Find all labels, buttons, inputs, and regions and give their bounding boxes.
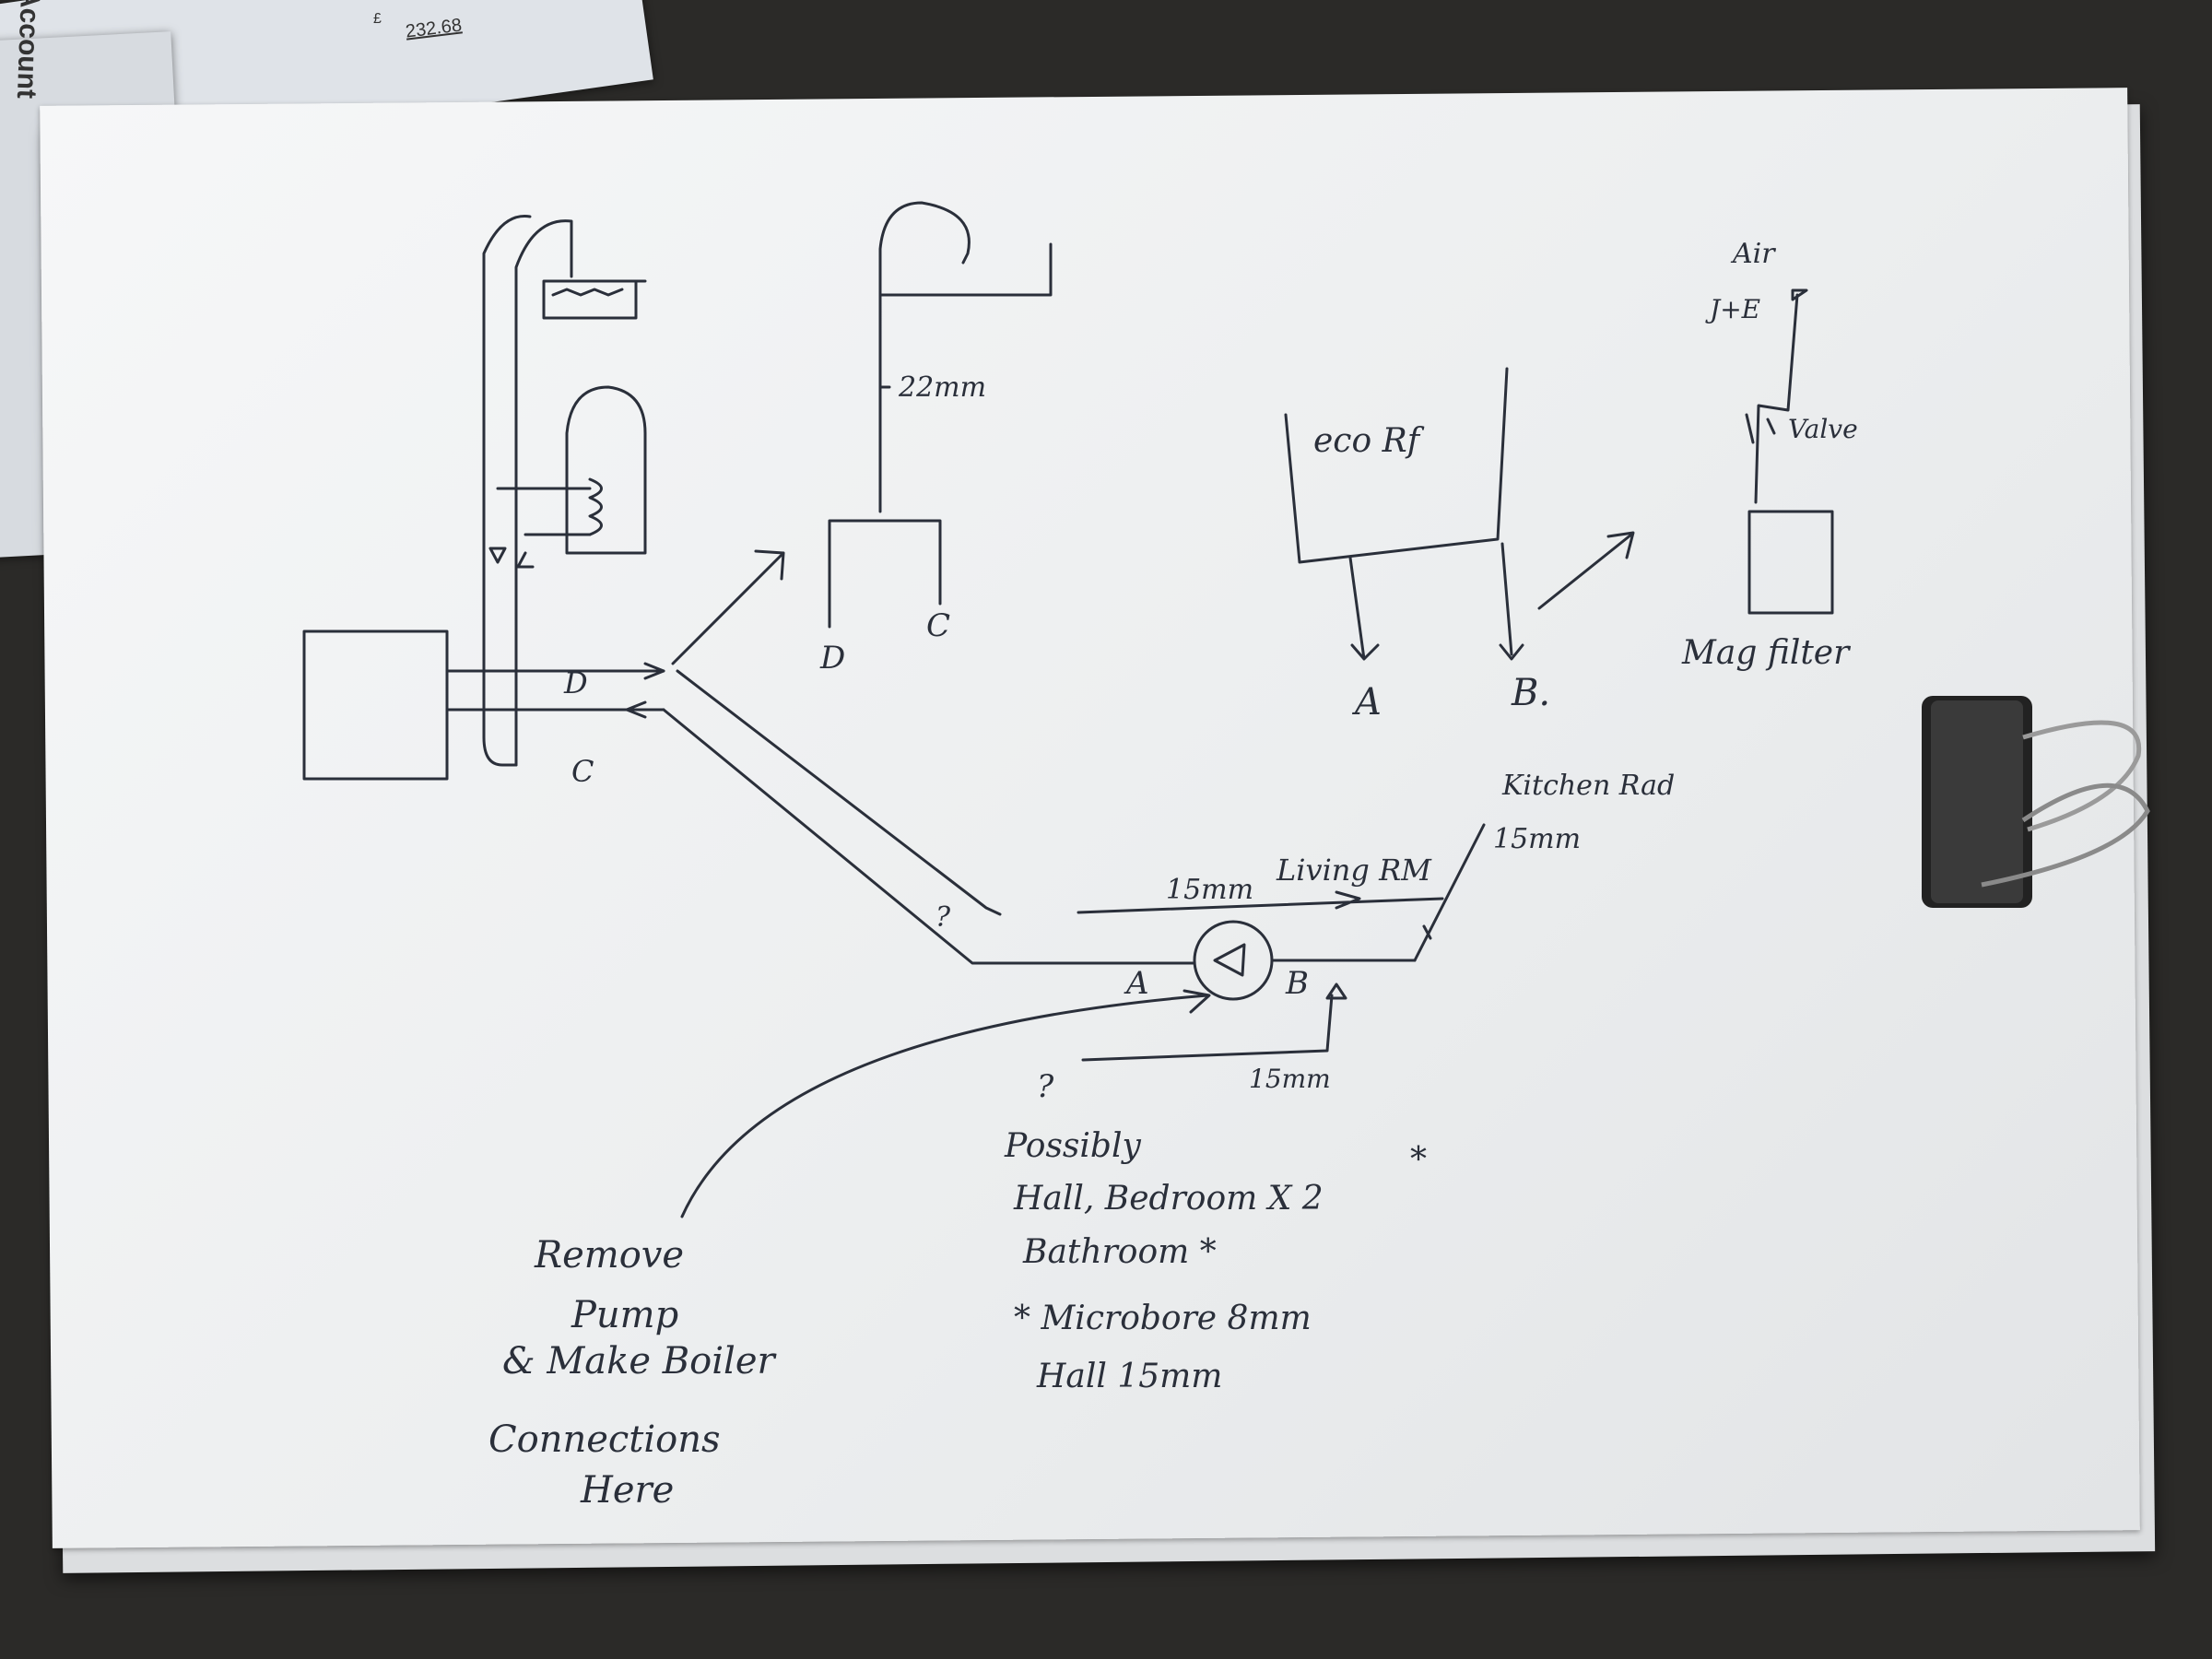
return-pipe-run <box>662 708 1195 965</box>
instruction-line-2: Pump <box>571 1294 678 1336</box>
note-hall: Hall 15mm <box>1036 1358 1222 1395</box>
old-boiler-box <box>302 629 449 781</box>
new-flue <box>878 201 971 513</box>
pump-in-label: A <box>1124 965 1149 1002</box>
lower-pipe-size: 15mm <box>1249 1064 1331 1094</box>
currency-symbol: £ <box>373 11 382 27</box>
living-room-pipe <box>1077 890 1444 914</box>
kitchen-rad-size: 15mm <box>1493 823 1581 855</box>
question-mark-lower: ? <box>1037 1068 1054 1105</box>
pump-symbol <box>1193 920 1274 1001</box>
instruction-note: Remove Pump & Make Boiler Connections He… <box>488 1234 777 1512</box>
instruction-line-1: Remove <box>534 1234 684 1277</box>
valve-label: Valve <box>1788 414 1858 444</box>
note-star: * <box>1410 1141 1427 1179</box>
note-microbore: * Microbore 8mm <box>1014 1300 1312 1337</box>
note-possibly: Possibly <box>1004 1127 1141 1165</box>
fill-label: J+E <box>1705 294 1760 324</box>
eco-unit: eco Rf A B. <box>1284 367 1635 724</box>
instruction-line-3: & Make Boiler <box>502 1340 777 1382</box>
mag-filter-label: Mag filter <box>1681 634 1851 672</box>
pump-out-label: B <box>1285 965 1309 1002</box>
living-room-label: Living RM <box>1276 853 1432 888</box>
pointer-arrow <box>680 989 1211 1218</box>
mag-filter-assembly: Air J+E Valve Mag filter <box>1681 238 1858 672</box>
new-return-label: C <box>926 607 950 644</box>
new-flow-label: D <box>819 640 845 677</box>
old-boiler-system: D C <box>302 215 665 789</box>
note-bathroom: Bathroom * <box>1022 1233 1217 1271</box>
room-notes: Possibly * Hall, Bedroom X 2 Bathroom * … <box>1004 1127 1427 1395</box>
kitchen-rad-label: Kitchen Rad <box>1501 770 1675 802</box>
flue-pipe <box>514 219 573 767</box>
note-rooms: Hall, Bedroom X 2 <box>1013 1180 1324 1218</box>
question-mark-upper: ? <box>935 901 951 934</box>
eco-box-label: eco Rf <box>1313 422 1425 460</box>
eco-output-a: A <box>1351 681 1382 724</box>
pump: A B <box>1124 920 1417 1002</box>
old-return-label: C <box>571 754 594 789</box>
instruction-line-4: Connections <box>488 1418 721 1461</box>
living-pipe-size: 15mm <box>1166 874 1253 906</box>
instruction-line-5: Here <box>580 1469 674 1512</box>
kitchen-rad-pipe <box>1413 823 1486 962</box>
tank-water <box>551 288 624 297</box>
mag-filter-box <box>1747 510 1834 615</box>
flow-pipe-run <box>676 669 1002 916</box>
old-flow-label: D <box>563 665 588 700</box>
air-label: Air <box>1730 238 1776 270</box>
lower-pipe <box>1081 994 1334 1062</box>
coil <box>588 477 603 536</box>
cylinder <box>565 385 647 555</box>
pipe-size-22mm: 22mm <box>898 371 986 404</box>
eco-output-b: B. <box>1511 672 1550 714</box>
arrow-to-new-boiler <box>671 549 785 665</box>
new-boiler: 22mm D C <box>819 201 1053 677</box>
